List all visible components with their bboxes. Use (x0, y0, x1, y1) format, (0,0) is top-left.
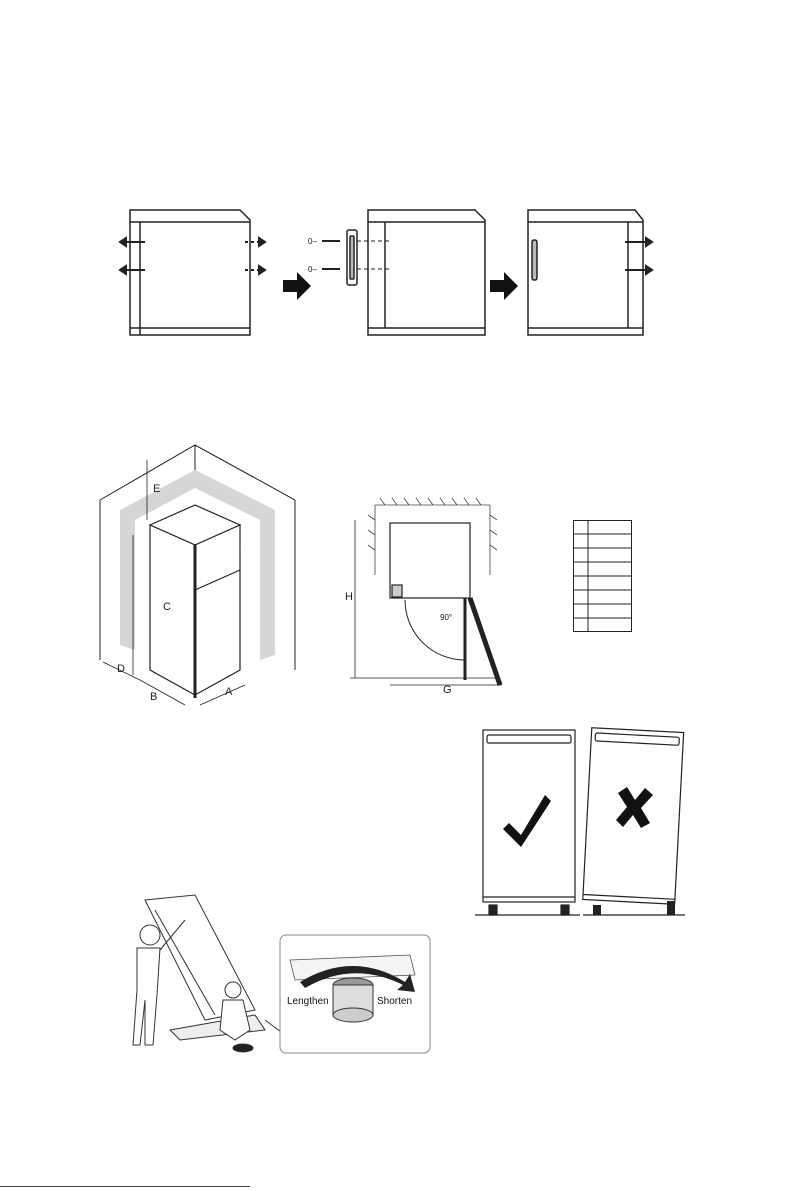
dim-label-a: A (225, 686, 233, 698)
dimension-table (573, 520, 633, 633)
dim-label-c: C (163, 601, 171, 613)
door-swing-figure: 90° H G (340, 495, 510, 695)
door-swing-arc (405, 598, 500, 685)
fridge-step-1 (130, 210, 250, 335)
step-arrow-2 (490, 272, 518, 300)
zoom-callout (280, 935, 430, 1053)
step-arrow-1 (283, 272, 311, 300)
fridge-tilted (583, 728, 684, 905)
screw-symbol-bottom: 0– (308, 265, 317, 274)
door-handle (347, 230, 357, 285)
wall-hatch (368, 498, 497, 575)
fridge-step-3 (528, 210, 643, 335)
page-footer-rule (0, 1186, 250, 1187)
lengthen-label: Lengthen (287, 996, 329, 1007)
dim-label-h: H (345, 591, 353, 603)
dim-label-b: B (150, 691, 157, 703)
fridge-step-2 (368, 210, 485, 335)
foot-adjustment-figure: Lengthen Shorten (115, 890, 435, 1060)
fridge-level (475, 730, 580, 915)
screw-symbol-top: 0– (308, 237, 317, 246)
dim-label-d: D (117, 663, 125, 675)
dim-label-g: G (443, 684, 452, 695)
screw-arrows-left (120, 238, 265, 274)
fridge-top-view (390, 523, 470, 598)
door-handle-reversal-figure: 0– 0– (100, 200, 660, 350)
leveling-figure (475, 725, 695, 925)
shorten-label: Shorten (377, 996, 412, 1007)
installation-clearance-figure: E C D B A (95, 440, 305, 715)
angle-label: 90° (440, 613, 452, 622)
dim-label-e: E (153, 483, 160, 495)
